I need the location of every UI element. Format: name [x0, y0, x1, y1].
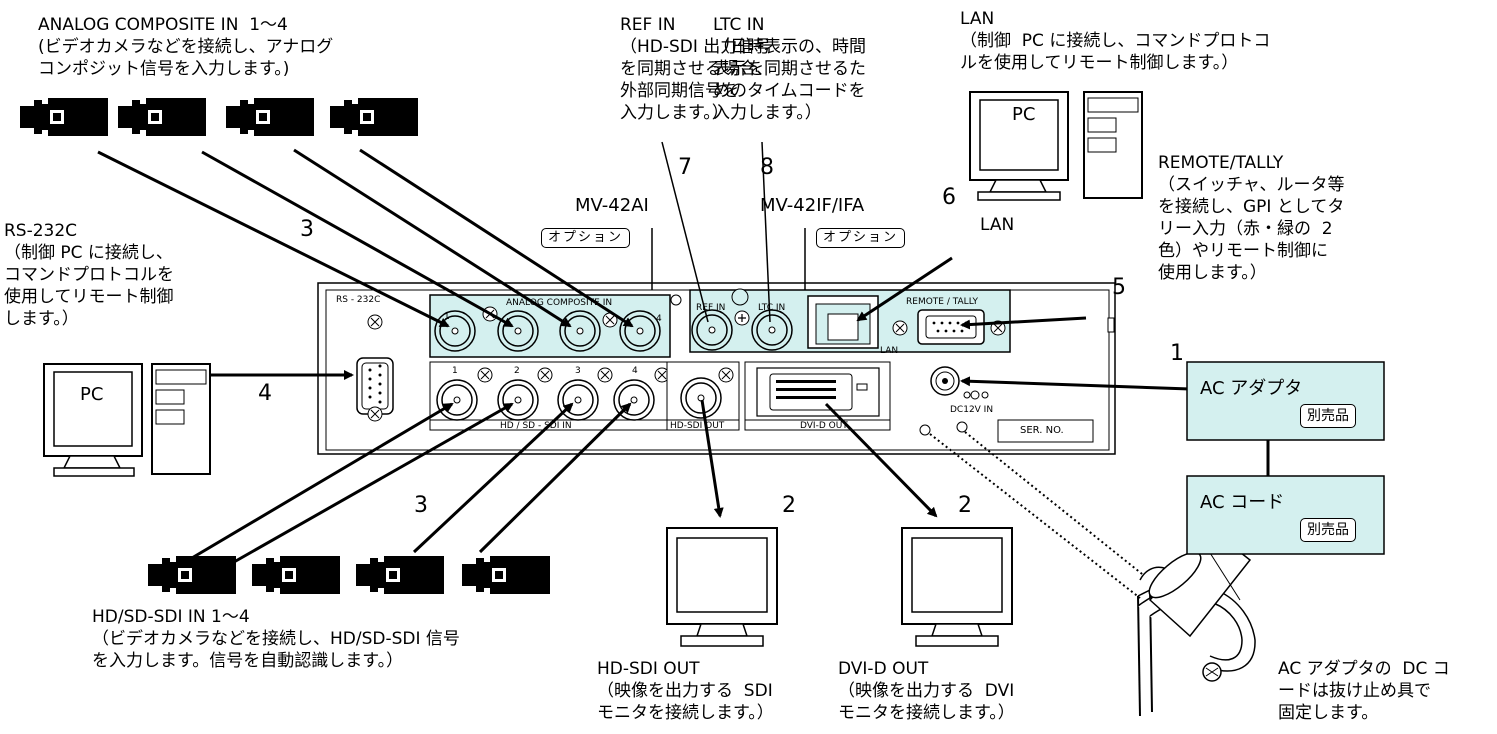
ac-adapter-sold-separately: 別売品 [1300, 404, 1356, 428]
label-analog-composite-in: ANALOG COMPOSITE IN 1～4 (ビデオカメラなどを接続し、アナ… [38, 15, 334, 79]
label-ltc-in: LTC IN （日時表示の、時間 表示を同期させるた めのタイムコードを 入力し… [713, 15, 866, 123]
panel-ref-in-text: REF IN [696, 303, 726, 313]
label-ref-in: REF IN （HD-SDI 出力信号 を同期させる場合、 外部同期信号を 入力… [620, 15, 773, 123]
panel-lan-text: LAN [880, 346, 899, 356]
panel-dc12v-text: DC12V IN [950, 405, 994, 415]
pc-top-label: PC [1012, 104, 1036, 125]
panel-sdi-2: 2 [514, 366, 520, 376]
module-mv-42if-ifa: MV-42IF/IFA [760, 195, 865, 216]
module-mv-42ai: MV-42AI [575, 195, 649, 216]
panel-ser-no-text: SER. NO. [1020, 425, 1064, 436]
panel-dvi-out-text: DVI-D OUT [800, 421, 848, 431]
panel-sdi-in-text: HD / SD - SDI IN [500, 421, 572, 431]
ac-cord-sold-separately: 別売品 [1300, 518, 1356, 542]
dvi-monitor [901, 527, 1013, 647]
ac-adapter-title: AC アダプタ [1200, 378, 1303, 399]
panel-sdi-1: 1 [452, 366, 458, 376]
sdi-in-row [429, 361, 740, 431]
number-3-analog: 3 [300, 217, 314, 242]
panel-sdi-out-text: HD-SDI OUT [670, 421, 725, 431]
label-remote-tally: REMOTE/TALLY （スイッチャ、ルータ等 を接続し、GPI としてタ リ… [1158, 153, 1345, 283]
panel-sdi-4: 4 [632, 366, 638, 376]
label-hd-sdi-out: HD-SDI OUT （映像を出力する SDI モニタを接続します。） [597, 659, 774, 723]
panel-ltc-in-text: LTC IN [758, 303, 786, 313]
rs232-port [356, 314, 394, 422]
option-tag-if: オプション [816, 228, 906, 248]
rear-panel [317, 282, 1116, 455]
panel-remote-text: REMOTE / TALLY [906, 297, 979, 307]
pc-top [969, 91, 1143, 201]
interface-module [689, 288, 1011, 353]
ac-cord-box [1186, 475, 1385, 555]
number-3-sdi: 3 [414, 493, 428, 518]
ac-adapter-box [1186, 361, 1385, 441]
cables [97, 148, 1191, 570]
label-dvi-d-out: DVI-D OUT （映像を出力する DVI モニタを接続します。） [838, 659, 1015, 723]
panel-analog-1: 1 [444, 312, 450, 322]
number-4: 4 [258, 381, 272, 406]
cable-clip [1137, 528, 1256, 717]
number-1: 1 [1170, 341, 1184, 366]
hd-sdi-monitor [666, 527, 778, 647]
sdi-plugs [148, 556, 550, 594]
number-2-sdi: 2 [782, 493, 796, 518]
pc-left [43, 363, 211, 477]
option-tag-ai: オプション [541, 228, 631, 248]
number-5: 5 [1112, 275, 1126, 300]
dvi-port [744, 361, 891, 431]
label-rs232c: RS-232C （制御 PC に接続し、 コマンドプロトコルを 使用してリモート… [4, 221, 174, 329]
panel-rs232-text: RS - 232C [336, 295, 381, 305]
number-6: 6 [942, 185, 956, 210]
pc-left-label: PC [80, 384, 104, 405]
number-7: 7 [678, 155, 692, 180]
dc-in-jack [919, 366, 1094, 443]
label-lan-near: LAN [980, 215, 1015, 235]
analog-plugs [20, 98, 418, 136]
label-dc-cord-note: AC アダプタの DC コ ードは抜け止め具で 固定します。 [1278, 659, 1450, 723]
label-hd-sd-sdi-in: HD/SD-SDI IN 1～4 （ビデオカメラなどを接続し、HD/SD-SDI… [92, 607, 460, 671]
panel-sdi-3: 3 [575, 366, 581, 376]
number-2-dvi: 2 [958, 493, 972, 518]
ac-cord-title: AC コード [1200, 492, 1285, 513]
label-lan: LAN （制御 PC に接続し、コマンドプロトコ ルを使用してリモート制御します… [960, 9, 1271, 73]
number-8: 8 [760, 155, 774, 180]
panel-analog-text: ANALOG COMPOSITE IN [506, 298, 613, 308]
panel-analog-4: 4 [656, 314, 662, 324]
